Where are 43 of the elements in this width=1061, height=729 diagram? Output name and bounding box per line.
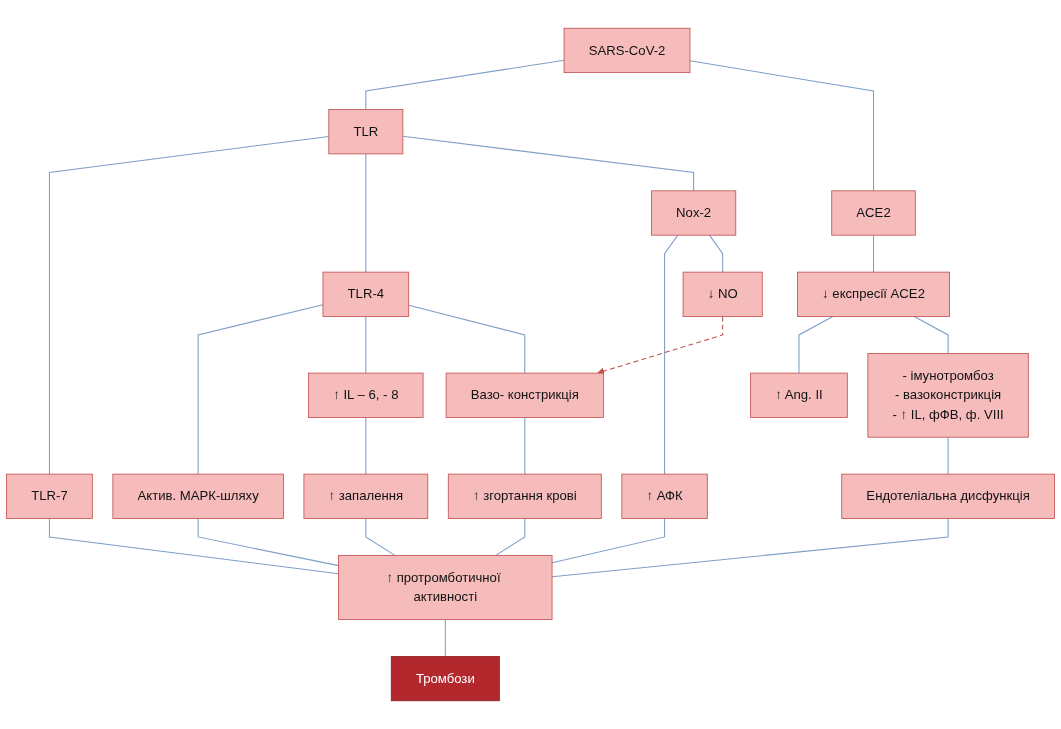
connector [402,135,695,192]
connector [48,517,340,575]
node-box: ↑ згортання крові [447,473,602,519]
connector [495,517,526,556]
node-box: - імунотромбоз - вазоконстрикція - ↑ IL, фФВ, ф. VIII [867,353,1029,438]
connector [365,416,367,475]
node-box: ↑ запалення [303,473,429,519]
connector [365,315,367,374]
connector [524,416,526,475]
connector [664,234,679,475]
node-box: SARS-CoV-2 [563,27,691,73]
node-box: TLR-7 [6,473,93,519]
connector [197,517,340,567]
connector [48,135,330,475]
connector [873,234,875,273]
node-box: ↑ АФК [621,473,708,519]
node-box: ↑ IL – 6, - 8 [308,372,424,418]
connector [689,60,875,192]
connector [913,315,949,354]
node-box: Ендотеліальна дисфункція [841,473,1055,519]
connector [798,315,834,374]
connector [551,517,666,564]
connector [365,59,565,111]
node-box: Тромбози [390,656,500,702]
node-box: TLR [328,109,404,155]
node-box: TLR-4 [322,271,410,317]
node-box: ↓ NO [682,271,763,317]
node-box: ↑ протромботичної активності [338,555,553,620]
connector [444,618,446,657]
connector [365,517,396,556]
node-box: ↑ Ang. II [750,372,848,418]
connector [197,304,324,475]
node-box: Nox-2 [651,190,737,236]
node-box: Актив. МАРК-шляху [112,473,284,519]
node-box: ACE2 [831,190,916,236]
connector [365,153,367,273]
connector [408,304,526,374]
connector [551,517,949,578]
connector [708,234,724,273]
arrow [597,315,724,375]
connector [947,436,949,475]
node-box: Вазо- констрикція [445,372,604,418]
node-box: ↓ експресії ACE2 [797,271,950,317]
